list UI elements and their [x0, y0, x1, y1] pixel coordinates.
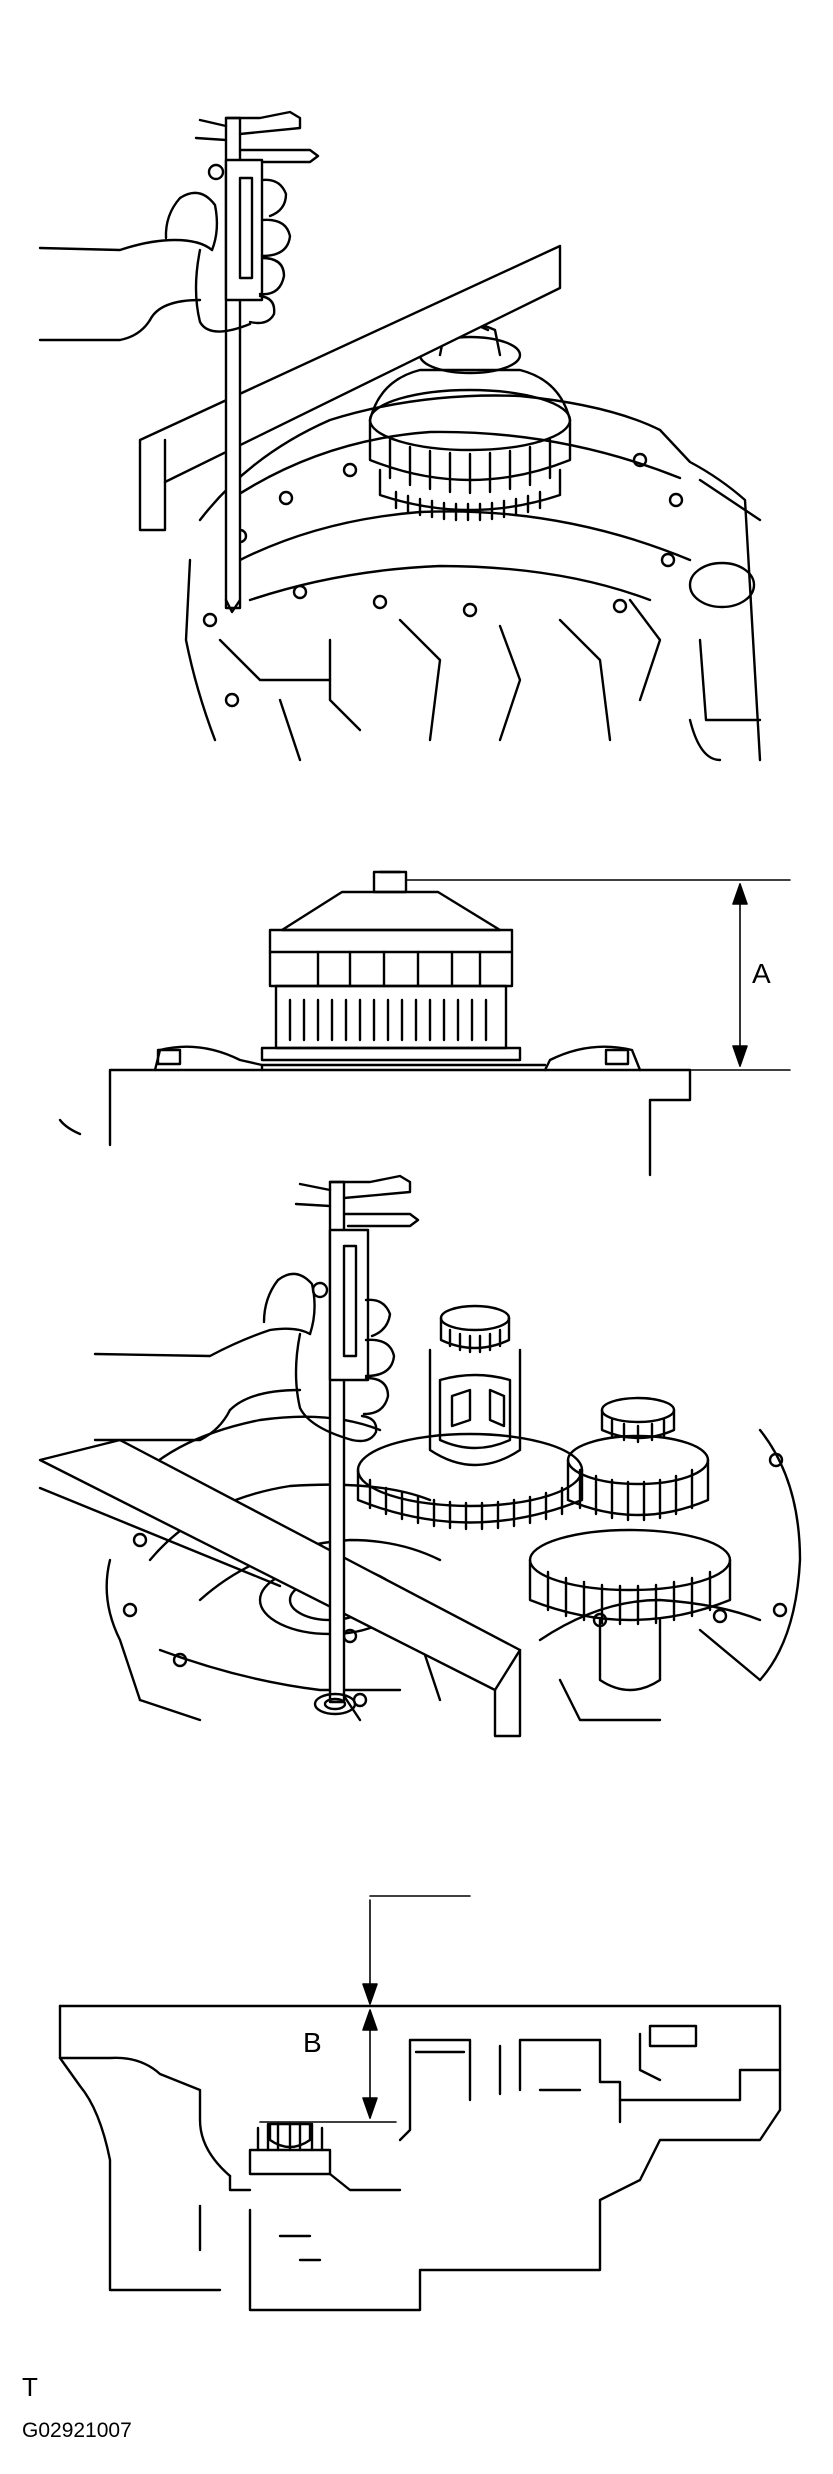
clutch-drum-1 [368, 320, 572, 522]
panel-2-height-a-section [58, 870, 791, 1177]
dimension-b-label: B [303, 2027, 322, 2058]
base-plate-2 [108, 1068, 692, 1177]
straightedge-3 [38, 1438, 522, 1738]
dimension-b-lines [259, 1895, 471, 2123]
clutch-drum-2 [260, 870, 522, 1062]
dimension-a-lines [405, 879, 791, 1071]
ring-gear [356, 1432, 584, 1531]
panel-4-depth-b-section [58, 1895, 782, 2312]
panel-3-caliper-measurement [38, 1174, 802, 1738]
figure-code-label: G02921007 [22, 2419, 132, 2442]
straightedge-1 [138, 244, 562, 532]
counter-gear-stack [528, 1396, 732, 1692]
hand-3 [93, 1272, 396, 1443]
vernier-caliper-3 [294, 1174, 420, 1716]
dimension-a-label: A [752, 958, 771, 989]
vernier-caliper-1 [194, 110, 320, 614]
panel-1-caliper-measurement [38, 110, 762, 762]
base-left-lip [58, 1118, 82, 1136]
transaxle-case-1 [184, 394, 762, 762]
differential-carrier [428, 1304, 522, 1467]
hand-1 [38, 178, 292, 342]
corner-mark-label: T [22, 2372, 38, 2402]
case-section-4 [58, 2004, 782, 2312]
